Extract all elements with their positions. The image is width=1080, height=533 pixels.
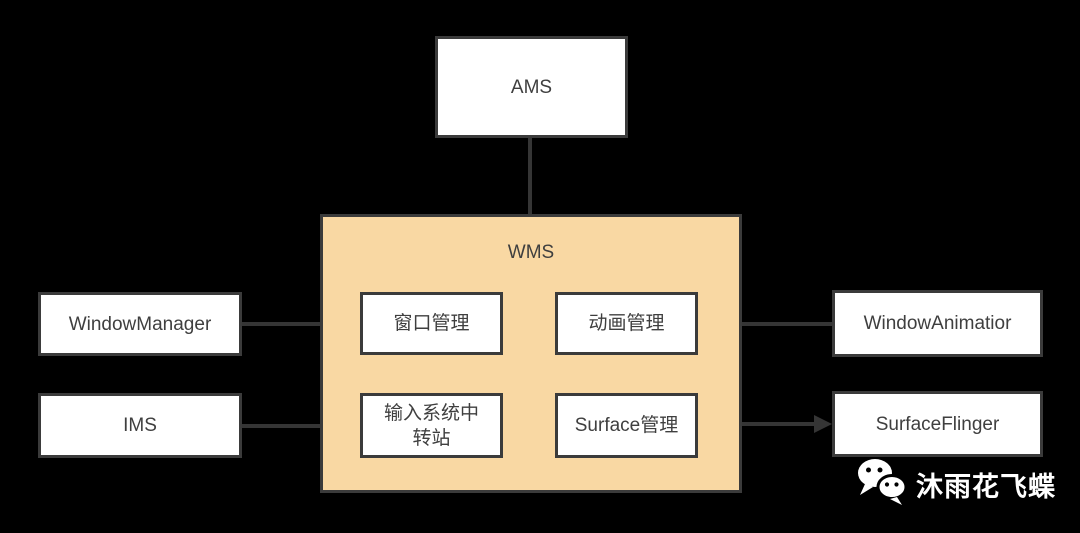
surface-mgmt-label: Surface管理 [574,415,679,436]
watermark-text: 沐雨花飞蝶 [916,472,1056,502]
surface-mgmt-box: Surface管理 [555,393,698,458]
windowmanager-label: WindowManager [68,313,212,335]
watermark: 沐雨花飞蝶 [856,458,1056,511]
window-mgmt-label: 窗口管理 [393,313,470,334]
windowmanager-box: WindowManager [38,292,242,356]
edge-windowmanager-to-window-mgmt [242,322,360,326]
windowanimation-label: WindowAnimatior [863,313,1012,334]
ams-label: AMS [510,76,553,98]
anim-mgmt-label: 动画管理 [588,313,665,334]
ams-box: AMS [435,36,628,138]
edge-surface-mgmt-to-surfaceflinger [698,422,818,426]
wechat-icon [856,458,908,511]
surfaceflinger-label: SurfaceFlinger [875,413,1000,435]
input-relay-box: 输入系统中转站 [360,393,503,458]
edge-ams-to-wms [528,137,532,215]
ims-label: IMS [123,415,157,436]
wms-label: WMS [507,242,555,263]
edge-anim-mgmt-to-windowanimation [698,322,832,326]
anim-mgmt-box: 动画管理 [555,292,698,355]
surfaceflinger-box: SurfaceFlinger [832,391,1043,457]
window-mgmt-box: 窗口管理 [360,292,503,355]
edge-ims-to-input-relay [242,424,346,428]
input-relay-label: 输入系统中转站 [383,402,479,449]
ims-box: IMS [38,393,242,458]
windowanimation-box: WindowAnimatior [832,290,1043,357]
arrowhead-surface-mgmt-to-surfaceflinger [814,415,832,433]
